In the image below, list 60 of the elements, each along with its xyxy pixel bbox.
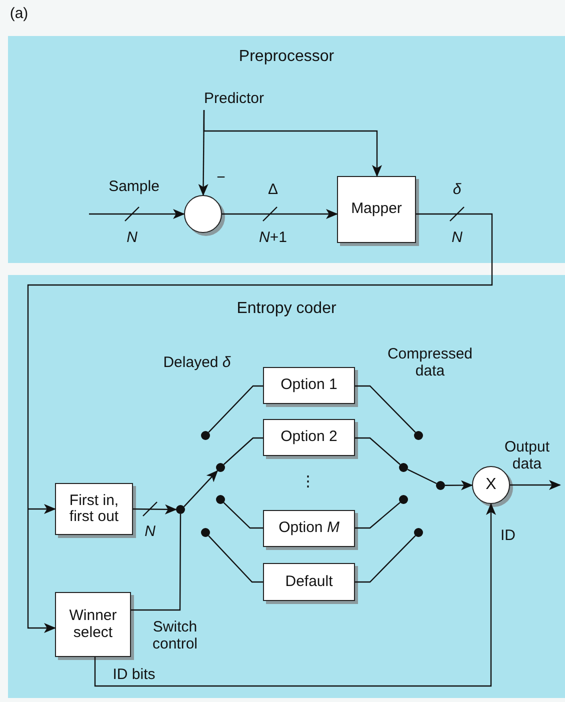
arrow	[94, 503, 496, 687]
connector-line	[223, 437, 263, 465]
signal-label: Predictor	[204, 90, 292, 110]
text-label: Delayed δ	[162, 354, 232, 372]
arrow	[184, 470, 218, 508]
text-label: ID	[500, 528, 516, 544]
switch-contact-dot	[201, 528, 210, 537]
connector-line	[355, 437, 400, 465]
process-box: Winner select	[55, 592, 131, 657]
process-box: Mapper	[337, 176, 416, 243]
connector-line	[355, 502, 400, 529]
process-box: Option M	[263, 510, 355, 547]
edge-label: Sample	[108, 178, 160, 196]
arrow	[203, 110, 382, 177]
text-label: Compressed data	[386, 346, 474, 380]
switch-contact-dot	[176, 505, 185, 514]
switch-contact-dot	[414, 528, 423, 537]
text-label: N+1	[259, 230, 287, 246]
process-box: Default	[263, 563, 355, 601]
process-box: Option 2	[263, 419, 355, 456]
switch-contact-dot	[436, 481, 445, 490]
text-label: N	[144, 524, 156, 540]
text-label: N	[452, 230, 462, 246]
connector-line	[208, 385, 263, 433]
connector-line	[407, 468, 437, 484]
text-label: ⋮	[300, 474, 316, 490]
connector-line	[208, 535, 263, 583]
process-box: First in, first out	[55, 483, 133, 535]
switch-contact-dot	[399, 495, 408, 504]
block-panel	[8, 275, 565, 698]
connector-line	[223, 502, 263, 529]
summing-circle	[184, 195, 222, 233]
text-label: N	[126, 230, 138, 246]
text-label: (a)	[10, 6, 28, 22]
connector-line	[355, 385, 416, 433]
edge-label: δ	[452, 182, 462, 198]
process-box: Option 1	[263, 367, 355, 404]
edge-label: Switch control	[151, 620, 199, 652]
panel-title: Preprocessor	[238, 48, 336, 66]
arrow	[28, 504, 56, 514]
arrow	[133, 504, 177, 514]
text-label: −	[216, 170, 226, 186]
edge-label: Δ	[268, 182, 278, 198]
switch-contact-dot	[216, 495, 225, 504]
arrow	[445, 480, 473, 490]
connector-line	[355, 535, 416, 583]
switch-contact-dot	[216, 463, 225, 472]
arrow	[89, 209, 185, 219]
panel-title: Entropy coder	[236, 300, 338, 318]
multiplier-circle: X	[472, 466, 510, 504]
block-panel	[8, 36, 565, 263]
switch-contact-dot	[201, 431, 210, 440]
arrow	[27, 509, 56, 633]
connector-line	[27, 213, 493, 509]
connector-line	[131, 514, 182, 611]
switch-contact-dot	[414, 431, 423, 440]
edge-label: ID bits	[112, 666, 156, 684]
switch-contact-dot	[399, 463, 408, 472]
arrow	[510, 480, 561, 490]
arrow	[222, 209, 338, 219]
